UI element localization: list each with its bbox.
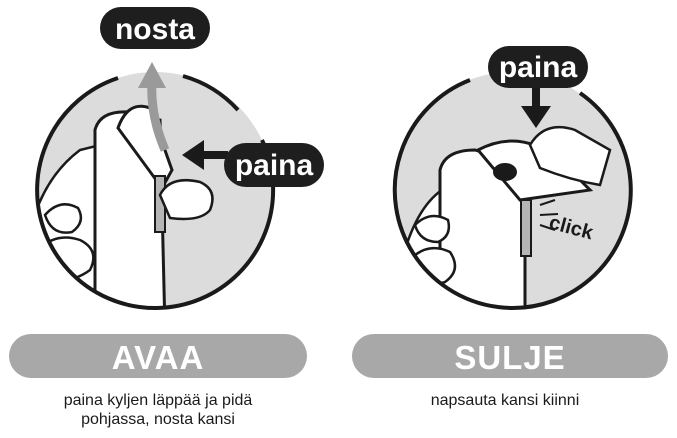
open-illustration: nosta paina — [35, 7, 324, 310]
lift-label: nosta — [115, 13, 195, 46]
left-lid — [116, 104, 174, 191]
open-bar-label: AVAA — [112, 339, 205, 376]
open-caption-line2: pohjassa, nosta kansi — [81, 411, 235, 428]
press-label-left: paina — [235, 149, 314, 182]
press-label-pill-left: paina — [224, 143, 324, 187]
right-flap — [520, 199, 532, 257]
open-caption-line1: paina kyljen läppää ja pidä — [63, 392, 253, 409]
open-caption: paina kyljen läppää ja pidä pohjassa, no… — [8, 391, 308, 429]
close-caption: napsauta kansi kiinni — [355, 391, 655, 410]
open-bar: AVAA — [9, 334, 307, 378]
left-thumb — [158, 178, 214, 221]
close-bar-label: SULJE — [454, 339, 565, 376]
press-label-right: paina — [499, 51, 578, 84]
lift-arrow — [147, 81, 170, 152]
press-label-pill-right: paina — [488, 46, 588, 88]
lift-label-pill: nosta — [100, 7, 210, 49]
right-finger — [528, 125, 612, 187]
close-bar: SULJE — [352, 334, 668, 378]
right-ring — [392, 78, 633, 310]
left-ring — [35, 76, 276, 310]
close-illustration: click paina — [392, 46, 633, 310]
close-caption-line: napsauta kansi kiinni — [430, 392, 580, 409]
